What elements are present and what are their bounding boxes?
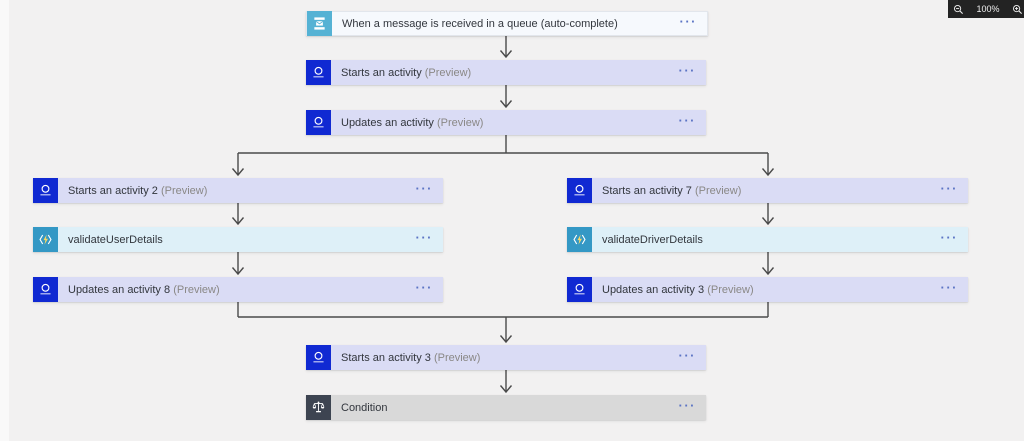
- node-menu-button[interactable]: ···: [940, 229, 958, 245]
- canvas-left-edge: [0, 0, 9, 441]
- node-menu-button[interactable]: ···: [678, 347, 696, 363]
- node-validate-driver-details[interactable]: validateDriverDetails ···: [567, 227, 968, 252]
- node-menu-button[interactable]: ···: [415, 229, 433, 245]
- service-bus-queue-icon: [307, 11, 332, 36]
- node-validate-user-details[interactable]: validateUserDetails ···: [33, 227, 443, 252]
- node-menu-button[interactable]: ···: [940, 180, 958, 196]
- preview-tag: (Preview): [433, 351, 481, 364]
- node-label: Updates an activity 8: [68, 283, 171, 296]
- preview-tag: (Preview): [424, 66, 472, 79]
- node-label: Updates an activity: [341, 116, 434, 129]
- preview-tag: (Preview): [160, 184, 208, 197]
- node-label: validateDriverDetails: [602, 233, 703, 246]
- node-label: Starts an activity: [341, 66, 422, 79]
- zoom-in-icon[interactable]: [1012, 4, 1023, 15]
- node-menu-button[interactable]: ···: [678, 397, 696, 413]
- node-label: Starts an activity 3: [341, 351, 431, 364]
- preview-tag: (Preview): [437, 116, 484, 129]
- node-label: Starts an activity 7: [602, 184, 692, 197]
- zoom-out-icon[interactable]: [953, 4, 964, 15]
- preview-tag: (Preview): [173, 283, 220, 296]
- node-starts-an-activity-2[interactable]: Starts an activity 2 (Preview) ···: [33, 178, 443, 203]
- node-label: validateUserDetails: [68, 233, 163, 246]
- node-condition[interactable]: Condition ···: [306, 395, 706, 420]
- condition-icon: [306, 395, 331, 420]
- node-menu-button[interactable]: ···: [678, 62, 696, 78]
- node-label: Updates an activity 3: [602, 283, 705, 296]
- activity-icon: [306, 110, 331, 135]
- azure-function-icon: [33, 227, 58, 252]
- preview-tag: (Preview): [707, 283, 754, 296]
- activity-icon: [567, 178, 592, 203]
- node-menu-button[interactable]: ···: [678, 112, 696, 128]
- node-menu-button[interactable]: ···: [415, 180, 433, 196]
- preview-tag: (Preview): [694, 184, 742, 197]
- node-menu-button[interactable]: ···: [679, 13, 697, 29]
- node-starts-an-activity-3[interactable]: Starts an activity 3 (Preview) ···: [306, 345, 706, 370]
- activity-icon: [306, 345, 331, 370]
- node-updates-an-activity[interactable]: Updates an activity (Preview) ···: [306, 110, 706, 135]
- node-updates-an-activity-8[interactable]: Updates an activity 8 (Preview) ···: [33, 277, 443, 302]
- node-updates-an-activity-3[interactable]: Updates an activity 3 (Preview) ···: [567, 277, 968, 302]
- activity-icon: [33, 277, 58, 302]
- node-trigger-message-received[interactable]: When a message is received in a queue (a…: [306, 11, 708, 36]
- node-label: Starts an activity 2: [68, 184, 158, 197]
- zoom-toolbar: 100%: [948, 0, 1024, 18]
- activity-icon: [306, 60, 331, 85]
- activity-icon: [33, 178, 58, 203]
- activity-icon: [567, 277, 592, 302]
- node-label: Condition: [341, 401, 388, 414]
- node-starts-an-activity-7[interactable]: Starts an activity 7 (Preview) ···: [567, 178, 968, 203]
- node-menu-button[interactable]: ···: [415, 279, 433, 295]
- node-starts-an-activity[interactable]: Starts an activity (Preview) ···: [306, 60, 706, 85]
- node-label: When a message is received in a queue (a…: [342, 17, 618, 30]
- node-menu-button[interactable]: ···: [940, 279, 958, 295]
- azure-function-icon: [567, 227, 592, 252]
- zoom-level: 100%: [976, 4, 1000, 14]
